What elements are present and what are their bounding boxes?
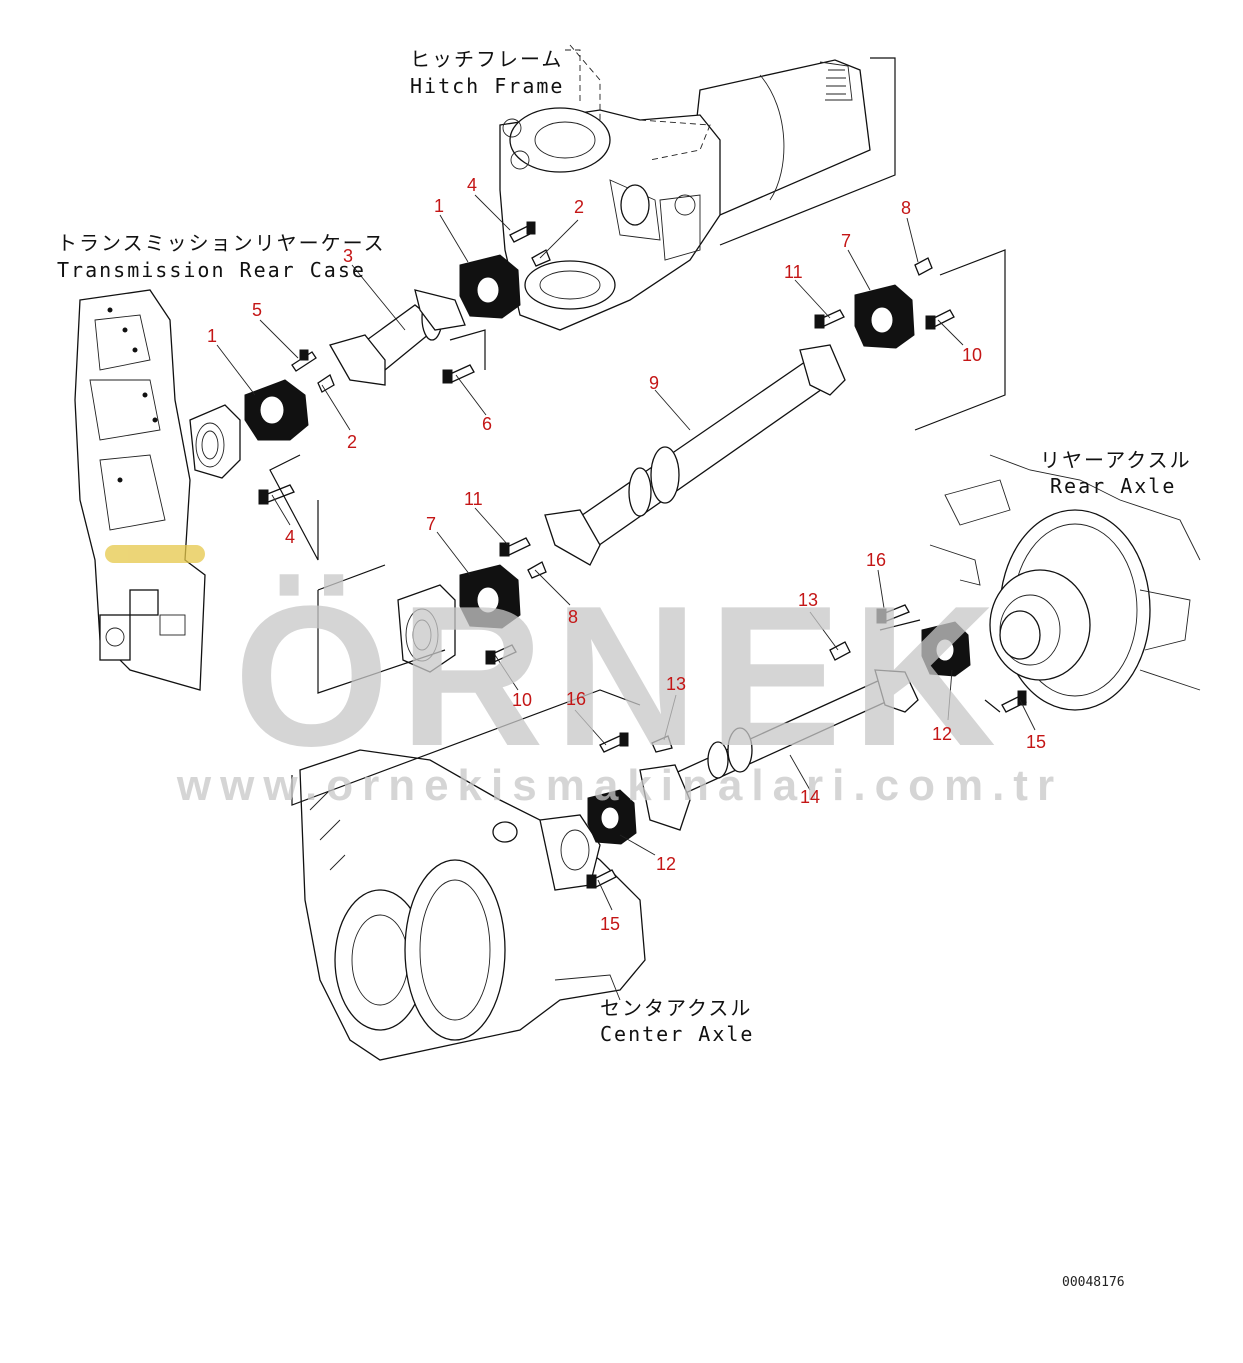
leader-lines: [216, 194, 1036, 911]
coupling-12-left: [587, 789, 637, 845]
transmission-case-label-en: Transmission Rear Case: [57, 258, 366, 282]
callout-13-left: 13: [666, 674, 686, 694]
center-axle-drawing: [299, 749, 646, 1061]
watermark-accent-icon: [105, 545, 205, 563]
drive-shaft-9: [544, 344, 846, 566]
rear-axle-label-en: Rear Axle: [1050, 474, 1176, 498]
callout-3: 3: [343, 246, 353, 266]
transmission-case-label-jp: トランスミッションリヤーケース: [57, 231, 386, 255]
watermark-logo: ÖRNEK: [234, 565, 1006, 788]
callout-13-right: 13: [798, 590, 818, 610]
callout-11-lower: 11: [464, 489, 483, 509]
transmission-output-flange: [189, 404, 241, 479]
hitch-frame-label-jp: ヒッチフレーム: [410, 47, 563, 71]
callout-10-lower: 10: [512, 690, 532, 710]
drive-shaft-14: [639, 669, 919, 831]
callout-2-upper: 2: [574, 197, 584, 217]
callout-1-upper: 1: [434, 196, 444, 216]
center-axle-input-flange: [397, 584, 456, 673]
callout-7-upper: 7: [841, 231, 851, 251]
callout-12-left: 12: [656, 854, 676, 874]
callout-15-left: 15: [600, 914, 620, 934]
callout-11-upper: 11: [784, 262, 803, 282]
callout-16-right: 16: [866, 550, 886, 570]
callout-2-lower: 2: [347, 432, 357, 452]
callout-6: 6: [482, 414, 492, 434]
hitch-frame-label-en: Hitch Frame: [410, 74, 564, 98]
callout-7-lower: 7: [426, 514, 436, 534]
callout-9: 9: [649, 373, 659, 393]
callout-4-lower: 4: [285, 527, 295, 547]
callout-12-right: 12: [932, 724, 952, 744]
drawing-code: 00048176: [1062, 1275, 1125, 1290]
callout-8-lower: 8: [568, 607, 578, 627]
center-axle-label-jp: センタアクスル: [600, 996, 752, 1020]
callout-15-right: 15: [1026, 732, 1046, 752]
rear-axle-label-jp: リヤーアクスル: [1040, 448, 1192, 472]
center-axle-label-en: Center Axle: [600, 1022, 754, 1046]
drive-shaft-3: [329, 289, 466, 386]
watermark: ÖRNEK www.ornekismakinalari.com.tr: [105, 545, 1063, 810]
hitch-frame-drawing: [499, 44, 896, 331]
rear-axle-drawing: [929, 454, 1201, 711]
callout-14: 14: [800, 787, 820, 807]
coupling-1-lower: [244, 379, 309, 441]
callout-4-upper: 4: [467, 175, 477, 195]
watermark-url: www.ornekismakinalari.com.tr: [176, 761, 1063, 810]
coupling-12-right: [921, 621, 971, 677]
coupling-7-upper: [854, 284, 915, 349]
coupling-1-upper: [459, 254, 521, 319]
callout-1-lower: 1: [207, 326, 217, 346]
transmission-rear-case-drawing: [74, 289, 206, 691]
bolts: [258, 221, 1027, 889]
callout-10-upper: 10: [962, 345, 982, 365]
coupling-7-lower: [459, 564, 521, 629]
assembly-brackets: [269, 249, 1006, 806]
callout-5: 5: [252, 300, 262, 320]
callout-8-upper: 8: [901, 198, 911, 218]
callout-16-left: 16: [566, 689, 586, 709]
